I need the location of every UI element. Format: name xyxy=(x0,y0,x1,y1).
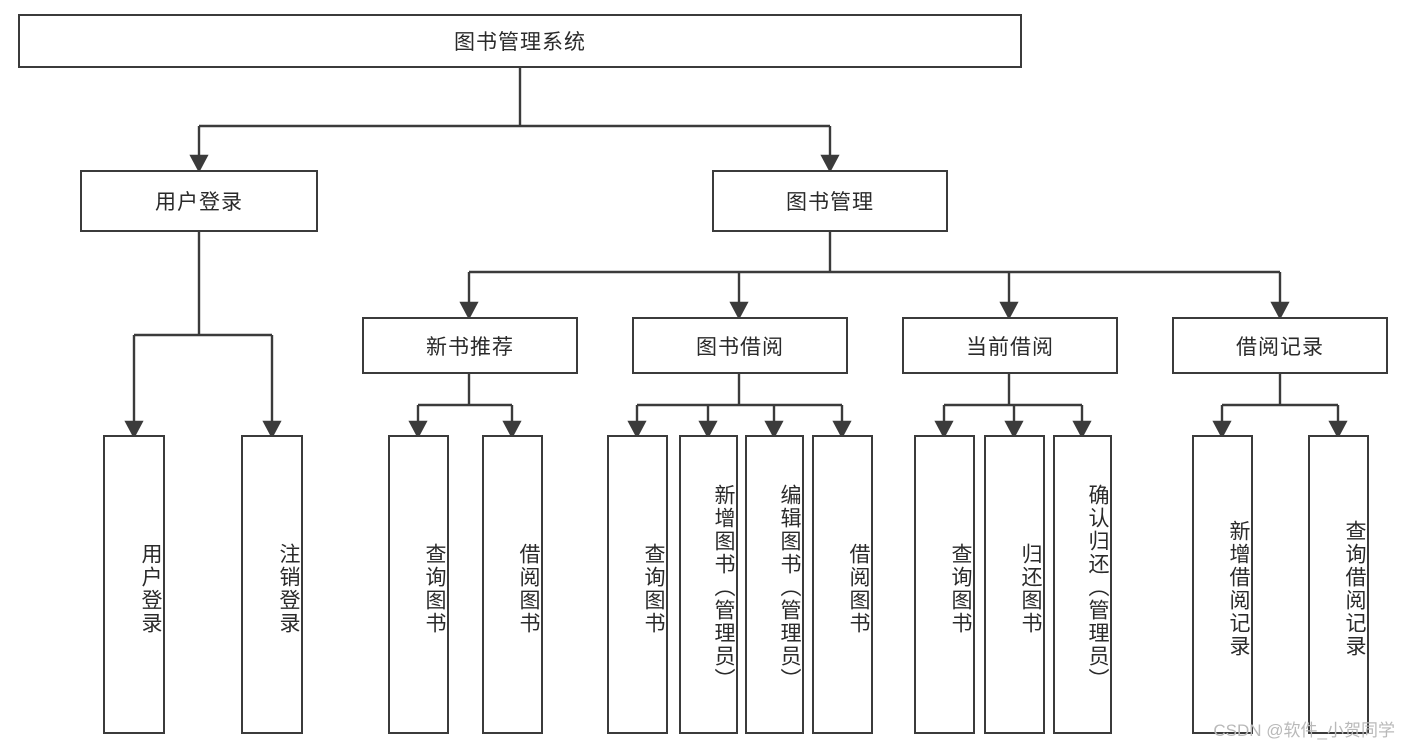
node-leaf-query-book-3[interactable]: 查询图书 xyxy=(914,435,975,734)
node-user-login[interactable]: 用户登录 xyxy=(80,170,318,232)
node-leaf-query-record[interactable]: 查询借阅记录 xyxy=(1308,435,1369,734)
node-leaf-borrow-book-2[interactable]: 借阅图书 xyxy=(812,435,873,734)
node-leaf-add-record[interactable]: 新增借阅记录 xyxy=(1192,435,1253,734)
edge-bookborrow-to-leaves xyxy=(627,374,852,439)
node-leaf-edit-book[interactable]: 编辑图书（管理员） xyxy=(745,435,804,734)
node-borrow-record[interactable]: 借阅记录 xyxy=(1172,317,1388,374)
node-leaf-query-book-2[interactable]: 查询图书 xyxy=(607,435,668,734)
node-new-book-recommend[interactable]: 新书推荐 xyxy=(362,317,578,374)
node-current-borrow[interactable]: 当前借阅 xyxy=(902,317,1118,374)
edge-bookmanage-to-level3 xyxy=(459,232,1290,320)
node-leaf-user-login[interactable]: 用户登录 xyxy=(103,435,165,734)
node-root[interactable]: 图书管理系统 xyxy=(18,14,1022,68)
node-leaf-return-book[interactable]: 归还图书 xyxy=(984,435,1045,734)
node-leaf-query-book-1[interactable]: 查询图书 xyxy=(388,435,449,734)
node-leaf-confirm-return[interactable]: 确认归还（管理员） xyxy=(1053,435,1112,734)
edge-currentborrow-to-leaves xyxy=(934,374,1092,439)
edge-userlogin-to-leaves xyxy=(124,232,282,439)
csdn-watermark: CSDN @软件_小贺同学 xyxy=(1213,721,1395,740)
node-book-manage[interactable]: 图书管理 xyxy=(712,170,948,232)
edge-borrowrecord-to-leaves xyxy=(1212,374,1348,439)
node-leaf-add-book[interactable]: 新增图书（管理员） xyxy=(679,435,738,734)
edge-newbook-to-leaves xyxy=(408,374,522,439)
node-book-borrow[interactable]: 图书借阅 xyxy=(632,317,848,374)
node-leaf-borrow-book-1[interactable]: 借阅图书 xyxy=(482,435,543,734)
node-leaf-logout[interactable]: 注销登录 xyxy=(241,435,303,734)
edge-root-to-level2 xyxy=(189,68,840,173)
